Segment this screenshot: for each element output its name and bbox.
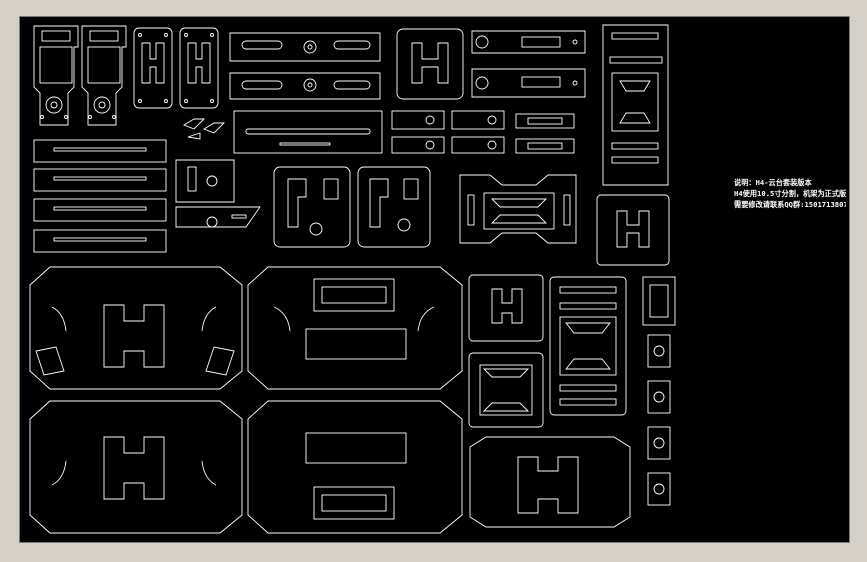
drawing-note: 说明：H4-云台套装版本 H4使用10.5寸分割，机架为正式版 需要修改请联系Q… bbox=[734, 177, 846, 210]
servo-bracket-left bbox=[33, 25, 79, 126]
long-slot-plate bbox=[233, 110, 383, 154]
rail-plate-2 bbox=[33, 168, 167, 192]
gimbal-plate-a bbox=[273, 166, 351, 248]
battery-frame-tall bbox=[602, 24, 669, 186]
note-line-3: 需要修改请联系QQ群:1501713807 bbox=[734, 200, 846, 209]
main-frame-top-left bbox=[29, 266, 243, 390]
arm-link-a bbox=[471, 30, 586, 54]
note-line-1: 说明：H4-云台套装版本 bbox=[734, 178, 812, 187]
logo-plate-a bbox=[133, 27, 173, 109]
small-bracket-row bbox=[391, 110, 575, 154]
rail-plate-3 bbox=[33, 198, 167, 222]
main-frame-bottom-left bbox=[29, 400, 243, 534]
note-line-2: H4使用10.5寸分割，机架为正式版 bbox=[734, 189, 846, 198]
logo-plate-b bbox=[179, 27, 219, 109]
z-brackets bbox=[182, 118, 226, 140]
camera-mount-lower bbox=[175, 206, 261, 228]
logo-plate-d bbox=[596, 194, 670, 266]
x-frame-upper bbox=[468, 274, 544, 342]
x-frame-lower bbox=[468, 352, 544, 428]
main-frame-bottom-right bbox=[247, 400, 463, 534]
gimbal-arm-b bbox=[229, 72, 381, 100]
battery-tray-bottom bbox=[469, 436, 631, 528]
logo-plate-c bbox=[396, 28, 464, 100]
center-x-frame bbox=[459, 174, 577, 244]
main-frame-top-right bbox=[247, 266, 463, 390]
x-frame-tall bbox=[549, 276, 627, 416]
arm-link-b bbox=[471, 68, 586, 98]
rail-plate-1 bbox=[33, 139, 167, 163]
rail-plate-4 bbox=[33, 229, 167, 253]
small-spacer-column bbox=[642, 276, 676, 506]
camera-mount-upper bbox=[175, 159, 235, 203]
cad-drawing-canvas[interactable]: 说明：H4-云台套装版本 H4使用10.5寸分割，机架为正式版 需要修改请联系Q… bbox=[19, 16, 850, 543]
servo-bracket-right bbox=[81, 25, 127, 126]
gimbal-plate-b bbox=[357, 166, 431, 248]
laser-cut-parts-layout bbox=[29, 24, 676, 534]
gimbal-arm-a bbox=[229, 32, 381, 62]
